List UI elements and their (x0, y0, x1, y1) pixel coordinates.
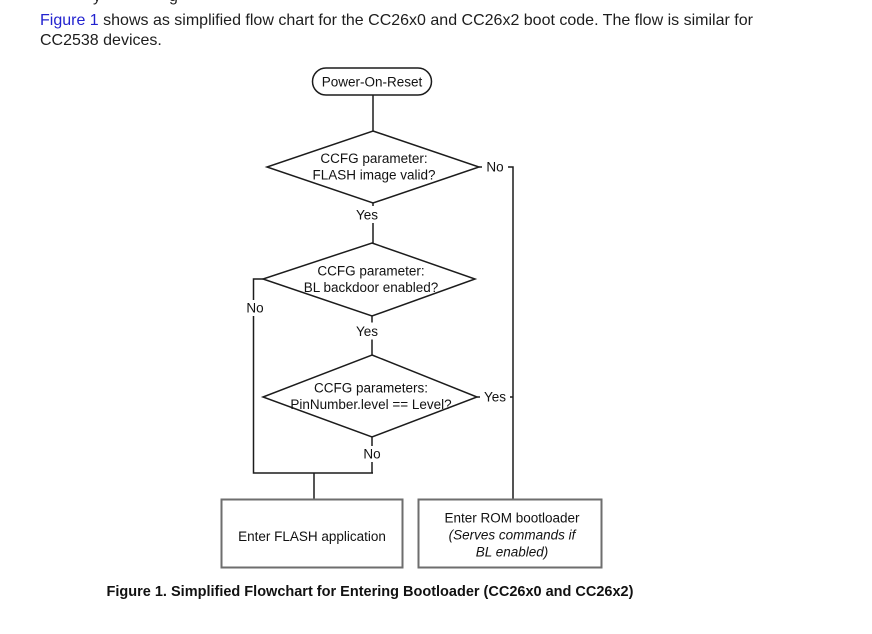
edge-flash-valid-no-to-rom (479, 166, 514, 500)
cropped-text-fragment: y g (0, 0, 872, 5)
box-enter-rom-bootloader (417, 498, 603, 569)
label-bg-d3-no (357, 446, 387, 462)
box-enter-flash-application (220, 498, 404, 569)
label-d1-no: No (486, 160, 503, 175)
box-rom-label-line1: Enter ROM bootloader (444, 511, 580, 526)
label-d3-no: No (363, 447, 380, 462)
label-bg-d2-yes (351, 322, 384, 340)
intro-paragraph: Figure 1 shows as simplified flow chart … (40, 11, 845, 50)
box-rom-label-line3: BL enabled) (476, 545, 549, 560)
decision2-label-line1: CCFG parameter: (317, 264, 424, 279)
label-bg-d2-no (241, 300, 269, 316)
intro-text-line2: CC2538 devices. (40, 31, 162, 49)
cropped-glyph-2: g (169, 0, 178, 5)
decision-bl-backdoor-enabled (260, 242, 478, 317)
start-node-label: Power-On-Reset (322, 75, 423, 90)
decision1-label-line2: FLASH image valid? (312, 168, 435, 183)
cropped-glyph-1: y (93, 0, 101, 5)
intro-text-line1: shows as simplified flow chart for the C… (98, 12, 753, 29)
decision2-label-line2: BL backdoor enabled? (304, 280, 439, 295)
figure-caption: Figure 1. Simplified Flowchart for Enter… (106, 584, 634, 600)
label-bg-d1-no (482, 159, 508, 175)
label-d3-yes: Yes (484, 390, 506, 405)
label-bg-d1-yes (351, 206, 384, 223)
decision-flash-image-valid (264, 130, 482, 204)
label-d2-yes: Yes (356, 324, 378, 339)
decision1-label-line1: CCFG parameter: (320, 151, 427, 166)
box-rom-label-line2: (Serves commands if (449, 528, 577, 543)
label-bg-d3-yes (480, 389, 510, 406)
label-d2-no: No (246, 301, 263, 316)
label-d1-yes: Yes (356, 208, 378, 223)
decision3-label-line2: PinNumber.level == Level? (290, 397, 451, 412)
box-flash-label: Enter FLASH application (238, 529, 386, 544)
decision-pin-level (260, 354, 480, 438)
figure-1-link[interactable]: Figure 1 (40, 12, 99, 29)
decision3-label-line1: CCFG parameters: (314, 381, 428, 396)
start-node (311, 67, 433, 96)
